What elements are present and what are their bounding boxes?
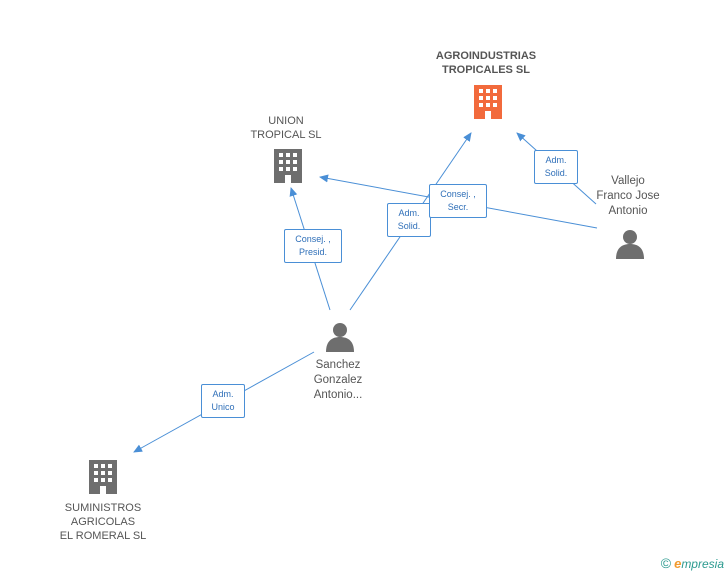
company-label-union-tropical[interactable]: UNION TROPICAL SL: [250, 115, 322, 141]
copyright-icon: ©: [660, 555, 672, 571]
edge-label-adm-solid-vallejo[interactable]: Adm. Solid.: [534, 150, 578, 184]
person-label-sanchez[interactable]: Sanchez Gonzalez Antonio...: [313, 359, 363, 401]
brand-name: empresia: [674, 555, 724, 571]
building-icon[interactable]: [89, 460, 117, 494]
edge-label-consej-presid[interactable]: Consej. , Presid.: [284, 229, 342, 263]
building-icon-highlighted[interactable]: [474, 85, 502, 119]
empresia-watermark: © empresia: [661, 555, 724, 571]
person-icon[interactable]: [326, 323, 354, 352]
edge-label-consej-secr[interactable]: Consej. , Secr.: [429, 184, 487, 218]
edge-label-adm-solid-sanchez[interactable]: Adm. Solid.: [387, 203, 431, 237]
person-icon[interactable]: [616, 230, 644, 259]
person-label-vallejo[interactable]: Vallejo Franco Jose Antonio: [596, 175, 660, 217]
company-label-agroindustrias[interactable]: AGROINDUSTRIAS TROPICALES SL: [435, 50, 537, 76]
company-label-suministros[interactable]: SUMINISTROS AGRICOLAS EL ROMERAL SL: [59, 502, 147, 542]
edge-label-adm-unico[interactable]: Adm. Unico: [201, 384, 245, 418]
building-icon[interactable]: [274, 149, 302, 183]
